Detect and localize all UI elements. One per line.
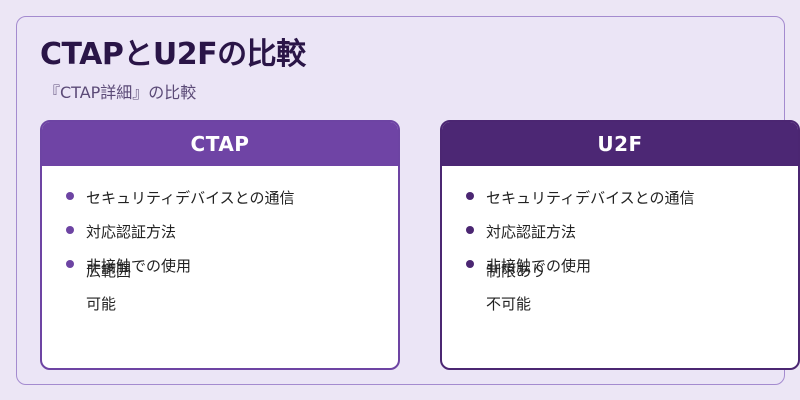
bullet-icon: [66, 260, 74, 268]
bullet-icon: [466, 192, 474, 200]
ctap-contactless-value: 可能: [86, 295, 117, 313]
bullet-icon: [466, 226, 474, 234]
u2f-item-auth-methods: 対応認証方法: [486, 223, 577, 241]
u2f-card: U2F セキュリティデバイスとの通信 対応認証方法 非接触での使用 制限あり 不…: [440, 120, 800, 370]
page-subtitle: 『CTAP詳細』の比較: [44, 83, 197, 102]
ctap-item-communication: セキュリティデバイスとの通信: [86, 189, 295, 207]
bullet-icon: [66, 192, 74, 200]
ctap-auth-range-value: 広範囲: [86, 262, 132, 280]
ctap-item-contactless: 非接触での使用: [86, 257, 192, 275]
u2f-item-contactless: 非接触での使用: [486, 257, 592, 275]
u2f-card-header: U2F: [442, 122, 798, 166]
bullet-icon: [466, 260, 474, 268]
ctap-item-auth-methods: 対応認証方法: [86, 223, 177, 241]
page-title: CTAPとU2Fの比較: [40, 37, 306, 72]
u2f-contactless-value: 不可能: [486, 295, 532, 313]
u2f-item-communication: セキュリティデバイスとの通信: [486, 189, 695, 207]
bullet-icon: [66, 226, 74, 234]
ctap-card-header: CTAP: [42, 122, 398, 166]
u2f-auth-range-value: 制限あり: [486, 262, 547, 280]
ctap-card: CTAP セキュリティデバイスとの通信 対応認証方法 非接触での使用 広範囲 可…: [40, 120, 400, 370]
